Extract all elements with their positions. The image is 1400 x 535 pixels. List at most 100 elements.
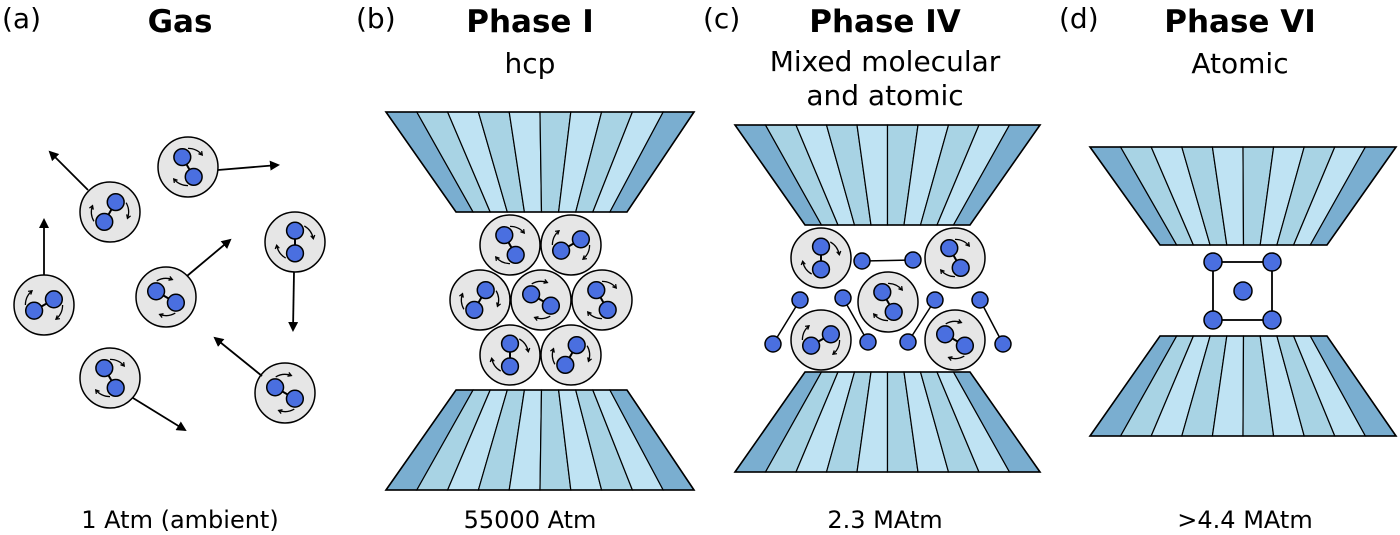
atom	[551, 241, 571, 260]
atom	[184, 167, 203, 187]
atom	[587, 280, 606, 300]
rotation-arrow-head	[836, 250, 842, 257]
rotation-arrow-head	[496, 302, 501, 308]
atom	[95, 358, 114, 378]
bottom-anvil	[733, 371, 1042, 473]
rotation-arrow-head	[581, 255, 588, 261]
atom	[495, 225, 514, 245]
atom	[873, 282, 892, 302]
atom	[1203, 252, 1223, 272]
rotation-arrow-head	[939, 268, 945, 275]
panel-a-title: Gas	[147, 4, 213, 40]
rotation-arrow-head	[494, 255, 500, 262]
rotation-arrow-head	[554, 229, 561, 235]
rotation-arrow-head	[274, 243, 280, 250]
atom	[821, 325, 841, 344]
atom	[951, 258, 970, 278]
atom	[24, 301, 44, 320]
atom	[899, 333, 917, 351]
rotation-arrow-head	[89, 204, 94, 210]
bottom-anvil-outline	[733, 371, 1042, 473]
rotation-arrow-head	[126, 214, 131, 220]
rotation-arrow-head	[586, 310, 592, 317]
atom	[764, 335, 782, 353]
rotation-arrow-head	[800, 259, 806, 266]
top-anvil-outline	[384, 111, 696, 213]
panel-d-letter: (d)	[1059, 2, 1099, 35]
rotation-arrow-head	[120, 361, 126, 368]
panel-d-title: Phase VI	[1164, 4, 1316, 40]
rotation-arrow-head	[489, 356, 495, 363]
rotation-arrow-head	[965, 241, 971, 248]
atom	[173, 147, 192, 167]
motion-arrow	[213, 336, 263, 377]
rotation-arrow-head	[543, 279, 549, 284]
atom	[853, 252, 871, 270]
atom	[556, 355, 575, 375]
rotation-arrow-head	[957, 319, 963, 324]
atom	[801, 336, 821, 355]
rotation-arrow-head	[27, 289, 34, 295]
atom	[955, 336, 975, 355]
atom	[541, 296, 561, 315]
atom	[791, 291, 809, 309]
atom	[1262, 252, 1282, 272]
atom	[506, 245, 525, 265]
atom	[106, 192, 125, 212]
atom	[904, 251, 922, 269]
panel-c-pressure: 2.3 MAtm	[827, 506, 943, 534]
bottom-anvil	[384, 389, 696, 491]
atom	[1203, 310, 1223, 330]
panel-b-subtitle: hcp	[504, 47, 556, 80]
atom	[884, 302, 903, 322]
top-anvil-outline	[1088, 146, 1398, 246]
rotation-arrow-head	[872, 312, 878, 319]
rotation-arrow-head	[525, 347, 531, 354]
rotation-arrow-head	[520, 228, 526, 235]
rotation-arrow-head	[804, 324, 811, 330]
rotation-arrow-head	[158, 313, 164, 318]
atom	[811, 237, 831, 256]
atom	[285, 389, 305, 408]
atom	[811, 260, 831, 279]
rotation-arrow-head	[287, 372, 293, 377]
atom	[567, 335, 586, 355]
panel-d-pressure: >4.4 MAtm	[1177, 506, 1313, 534]
atom	[44, 290, 64, 309]
rotation-arrow-head	[310, 234, 316, 241]
motion-arrow	[48, 150, 89, 191]
atom	[106, 378, 125, 398]
top-anvil	[733, 124, 1042, 226]
panel-c-letter: (c)	[703, 2, 741, 35]
atom	[285, 244, 305, 263]
rotation-arrow-head	[168, 276, 174, 281]
rotation-arrow-head	[831, 350, 838, 356]
panel-a-pressure: 1 Atm (ambient)	[81, 506, 279, 534]
atom	[994, 335, 1012, 353]
panel-d-subtitle: Atomic	[1191, 47, 1289, 80]
atom	[476, 280, 495, 300]
motion-arrow	[132, 397, 187, 432]
motion-arrow	[288, 271, 299, 332]
motion-arrow	[186, 238, 232, 277]
rotation-arrow-head	[898, 285, 904, 292]
atom	[859, 333, 877, 351]
rotation-arrow-head	[198, 150, 204, 157]
atom	[285, 221, 305, 240]
panel-b-title: Phase I	[466, 4, 594, 40]
top-anvil	[384, 111, 696, 213]
bottom-anvil-outline	[1088, 335, 1398, 437]
atom	[940, 238, 959, 258]
rotation-arrow-head	[459, 292, 464, 298]
atom	[1233, 281, 1253, 301]
atom	[834, 289, 852, 307]
atom	[521, 285, 541, 304]
bottom-anvil-outline	[384, 389, 696, 491]
atom	[465, 300, 484, 320]
rotation-arrow-head	[587, 357, 592, 363]
atom	[571, 230, 591, 249]
atom	[95, 212, 114, 232]
panel-c-title: Phase IV	[809, 4, 961, 40]
rotation-arrow-head	[612, 283, 618, 290]
